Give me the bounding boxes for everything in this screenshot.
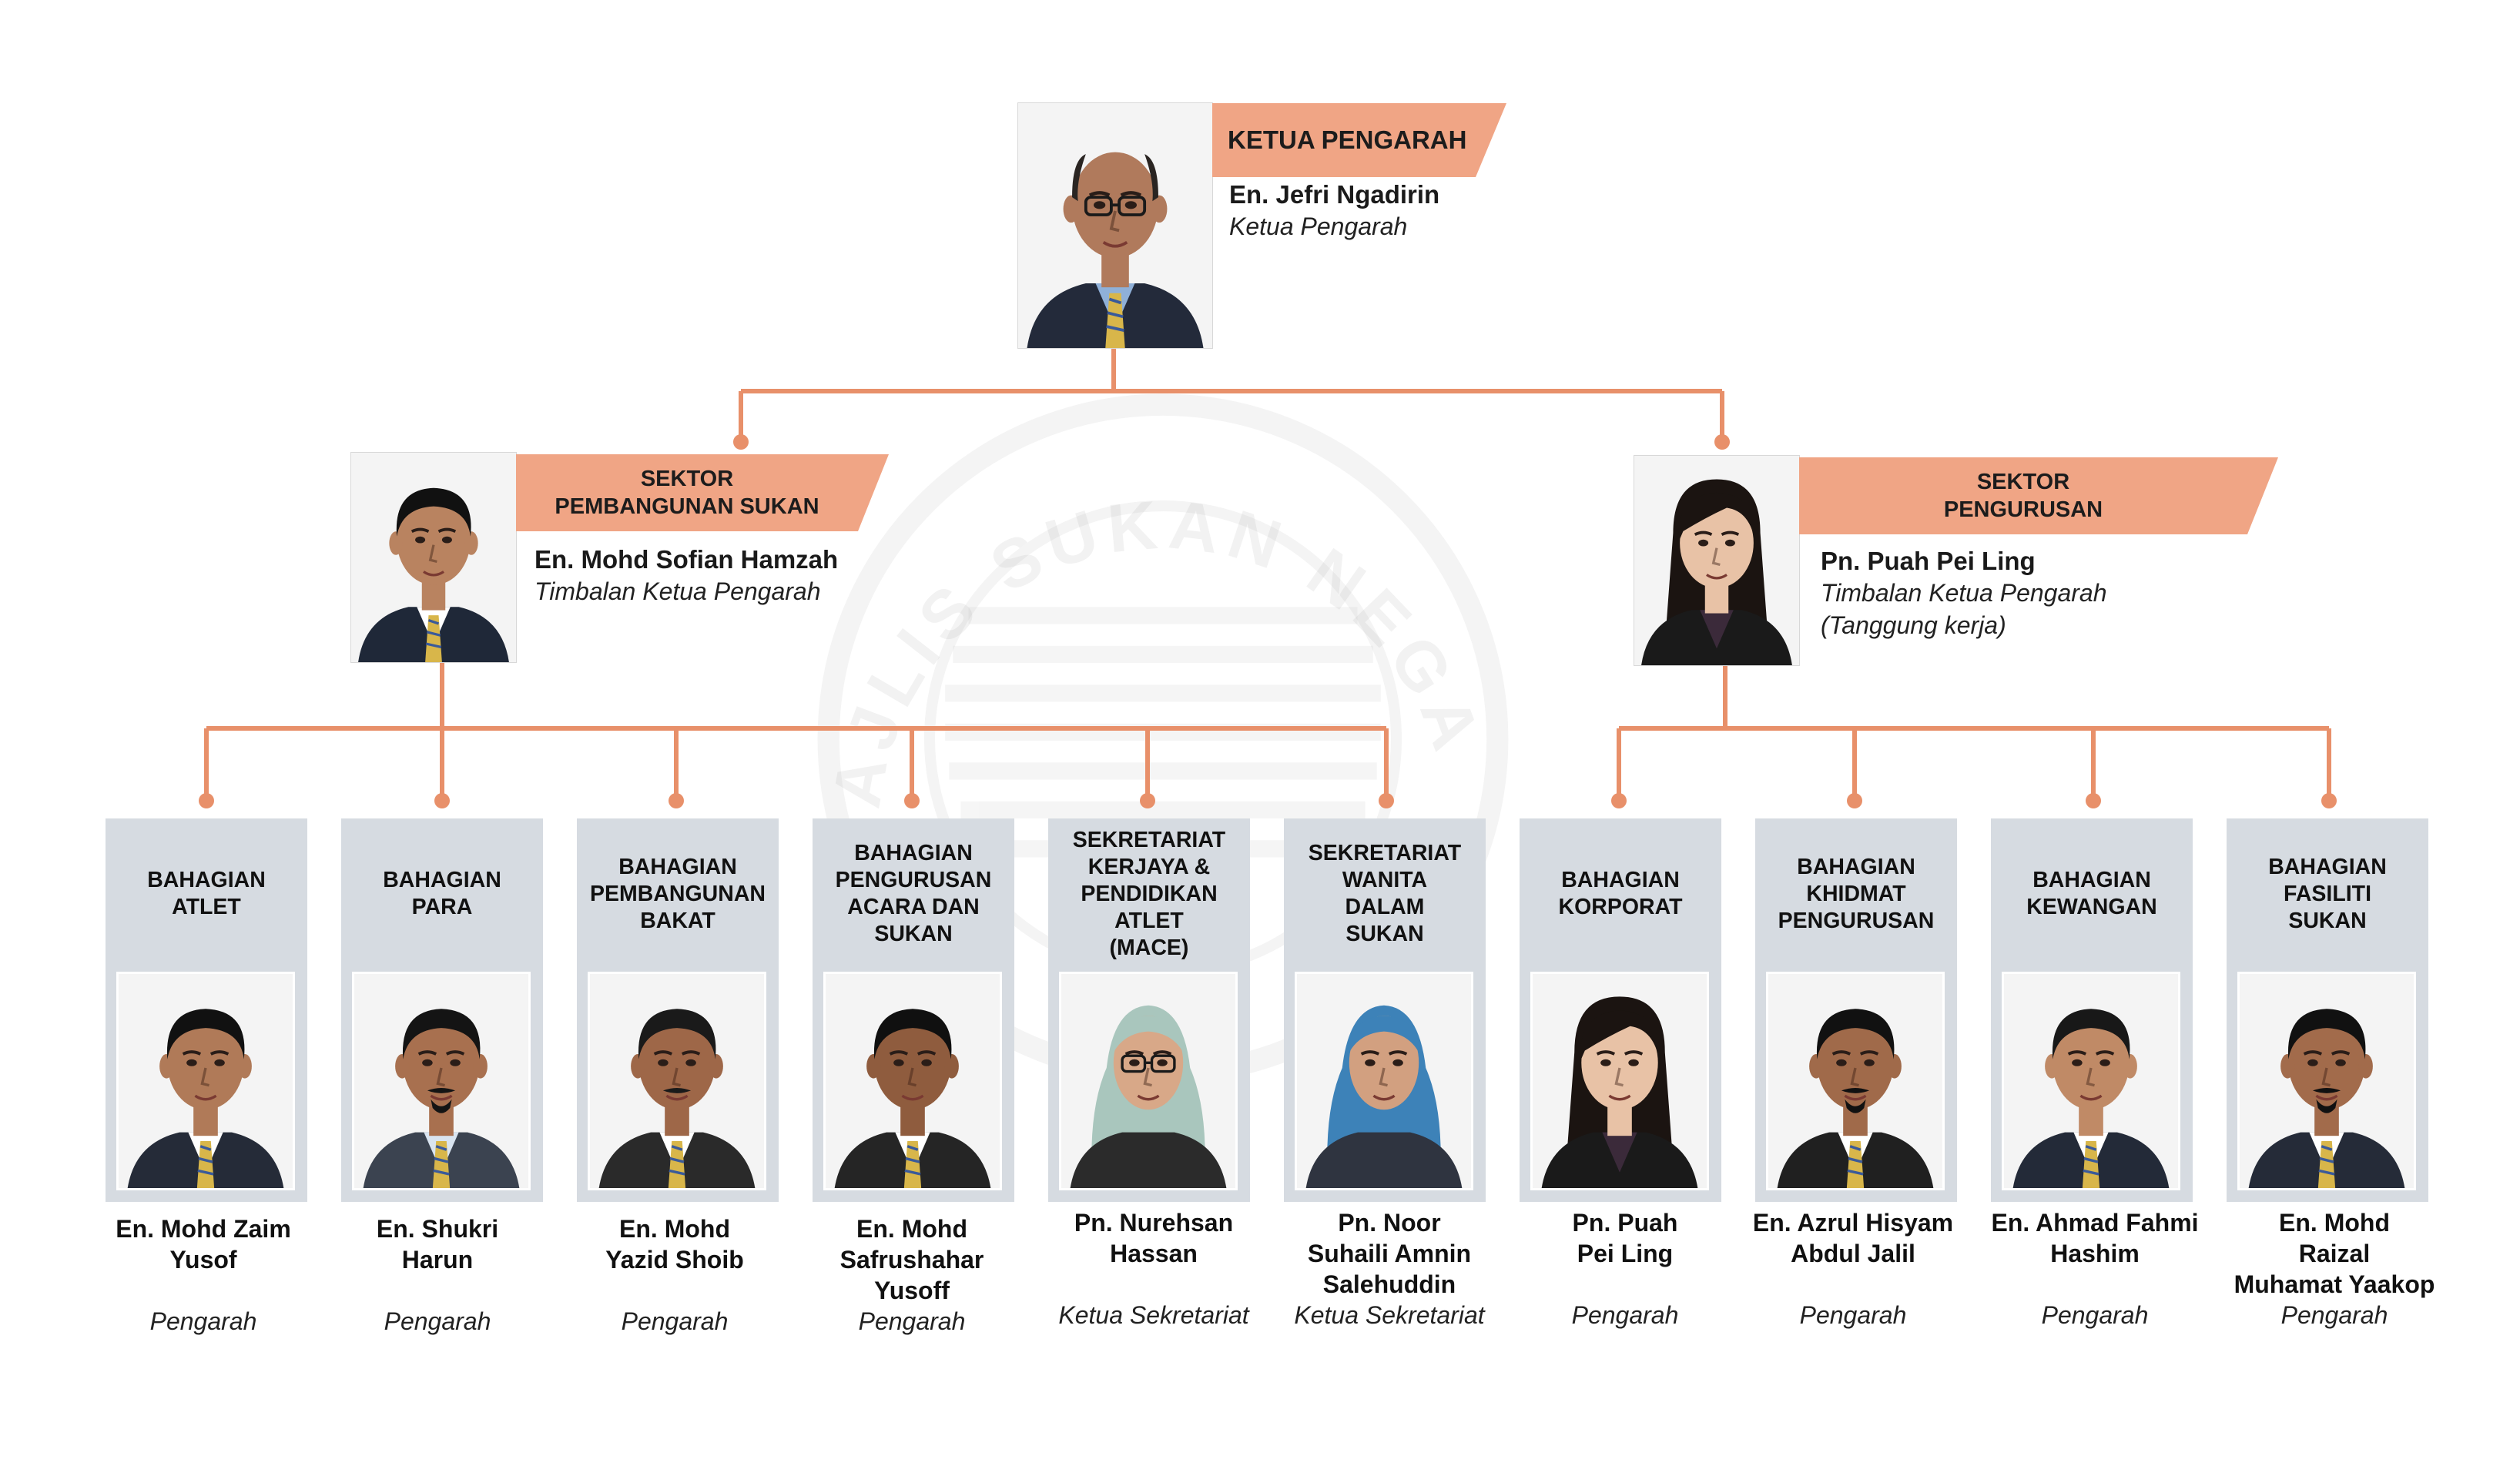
division-head-role: Ketua Sekretariat (1294, 1301, 1485, 1329)
division-photo (590, 974, 764, 1188)
division-photo (119, 974, 293, 1188)
portrait-illustration (590, 974, 764, 1188)
director-title: Ketua Pengarah (1229, 213, 1408, 240)
portrait-illustration (1533, 974, 1707, 1188)
division-photo (2240, 974, 2414, 1188)
portrait-illustration (1297, 974, 1471, 1188)
division-photo (1533, 974, 1707, 1188)
sector-2-title-note: (Tanggung kerja) (1821, 611, 2006, 639)
portrait-illustration (1061, 974, 1235, 1188)
division-head-role: Pengarah (621, 1307, 729, 1335)
director-position: KETUA PENGARAH (1228, 126, 1467, 154)
sector-1-banner-line: SEKTOR (640, 467, 734, 491)
division-head-role: Ketua Sekretariat (1058, 1301, 1249, 1329)
portrait-illustration (354, 974, 528, 1188)
sector-1-name: En. Mohd Sofian Hamzah (534, 545, 839, 574)
portrait-illustration (1768, 974, 1942, 1188)
portrait-illustration (826, 974, 1000, 1188)
division-photo (1061, 974, 1235, 1188)
portrait-illustration (2240, 974, 2414, 1188)
sector-2-banner-line: SEKTOR (1976, 470, 2070, 494)
division-photo (354, 974, 528, 1188)
portrait-illustration (2004, 974, 2178, 1188)
sector-2-name: Pn. Puah Pei Ling (1821, 547, 2036, 575)
division-photo (1297, 974, 1471, 1188)
portrait-illustration (351, 453, 516, 662)
sector-1-banner-line: PEMBANGUNAN SUKAN (555, 494, 819, 519)
division-head-role: Pengarah (858, 1307, 966, 1335)
sector-1-banner: SEKTOR PEMBANGUNAN SUKAN (516, 454, 889, 531)
division-head-role: Pengarah (1799, 1301, 1907, 1329)
director-position-banner: KETUA PENGARAH (1212, 103, 1506, 177)
sector-2-title: Timbalan Ketua Pengarah (1821, 579, 2107, 607)
division-head-role: Pengarah (1571, 1301, 1679, 1329)
sector-2-banner-line: PENGURUSAN (1943, 497, 2103, 522)
director-photo (1018, 103, 1212, 348)
sector-1-title: Timbalan Ketua Pengarah (534, 577, 821, 605)
division-head-role: Pengarah (2280, 1301, 2388, 1329)
division-head-role: Pengarah (149, 1307, 257, 1335)
division-photo (1768, 974, 1942, 1188)
division-photo (2004, 974, 2178, 1188)
division-head-role: Pengarah (384, 1307, 491, 1335)
division-head-role: Pengarah (2041, 1301, 2149, 1329)
portrait-illustration (1634, 456, 1799, 665)
division-photo (826, 974, 1000, 1188)
sector-2-banner: SEKTOR PENGURUSAN (1799, 457, 2278, 534)
sector-1-photo (351, 453, 516, 662)
director-name: En. Jefri Ngadirin (1229, 180, 1440, 209)
portrait-illustration (1018, 103, 1212, 348)
sector-2-photo (1634, 456, 1799, 665)
portrait-illustration (119, 974, 293, 1188)
